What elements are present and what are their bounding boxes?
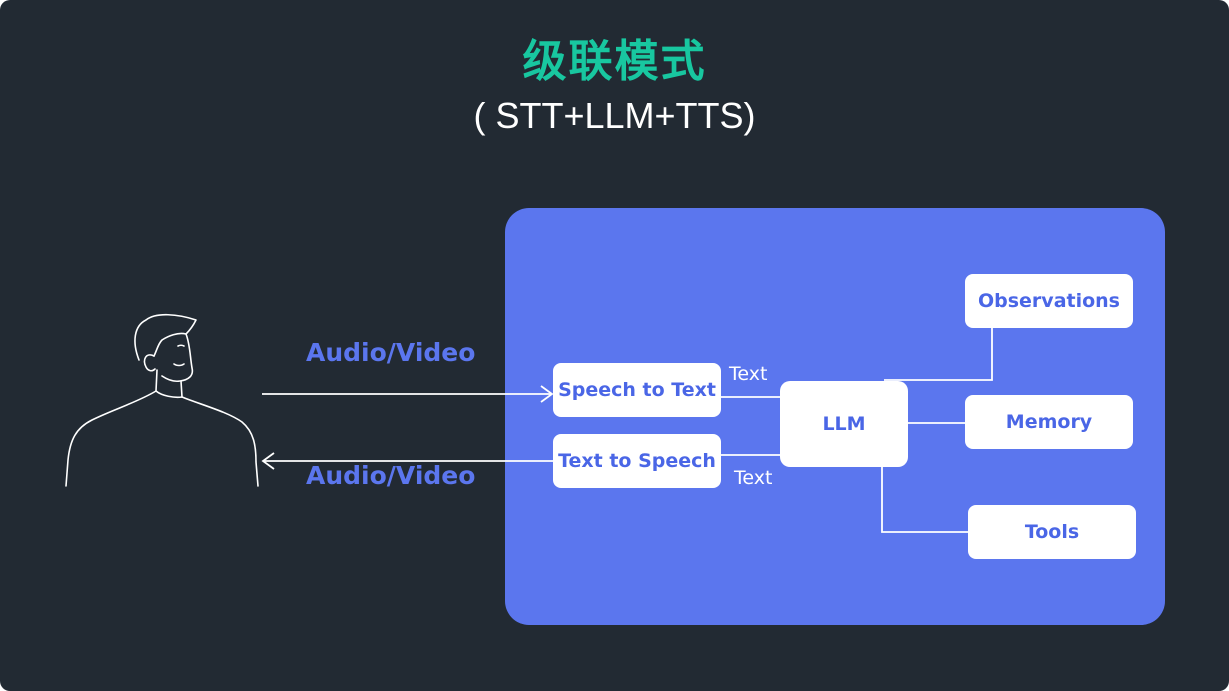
- observations-node: Observations: [965, 274, 1133, 328]
- llm-node: LLM: [780, 381, 908, 467]
- output-flow-label: Audio/Video: [306, 461, 476, 490]
- tools-node: Tools: [968, 505, 1136, 559]
- stt-llm-edge-label: Text: [729, 363, 768, 385]
- llm-tts-edge-label: Text: [734, 467, 773, 489]
- diagram-subtitle: ( STT+LLM+TTS): [473, 95, 756, 136]
- text-to-speech-node: Text to Speech: [553, 434, 721, 488]
- speech-to-text-node: Speech to Text: [553, 363, 721, 417]
- output-arrow-head: [261, 452, 275, 470]
- memory-node: Memory: [965, 395, 1133, 449]
- input-flow-label: Audio/Video: [306, 338, 476, 367]
- diagram-title: 级联模式: [522, 36, 707, 87]
